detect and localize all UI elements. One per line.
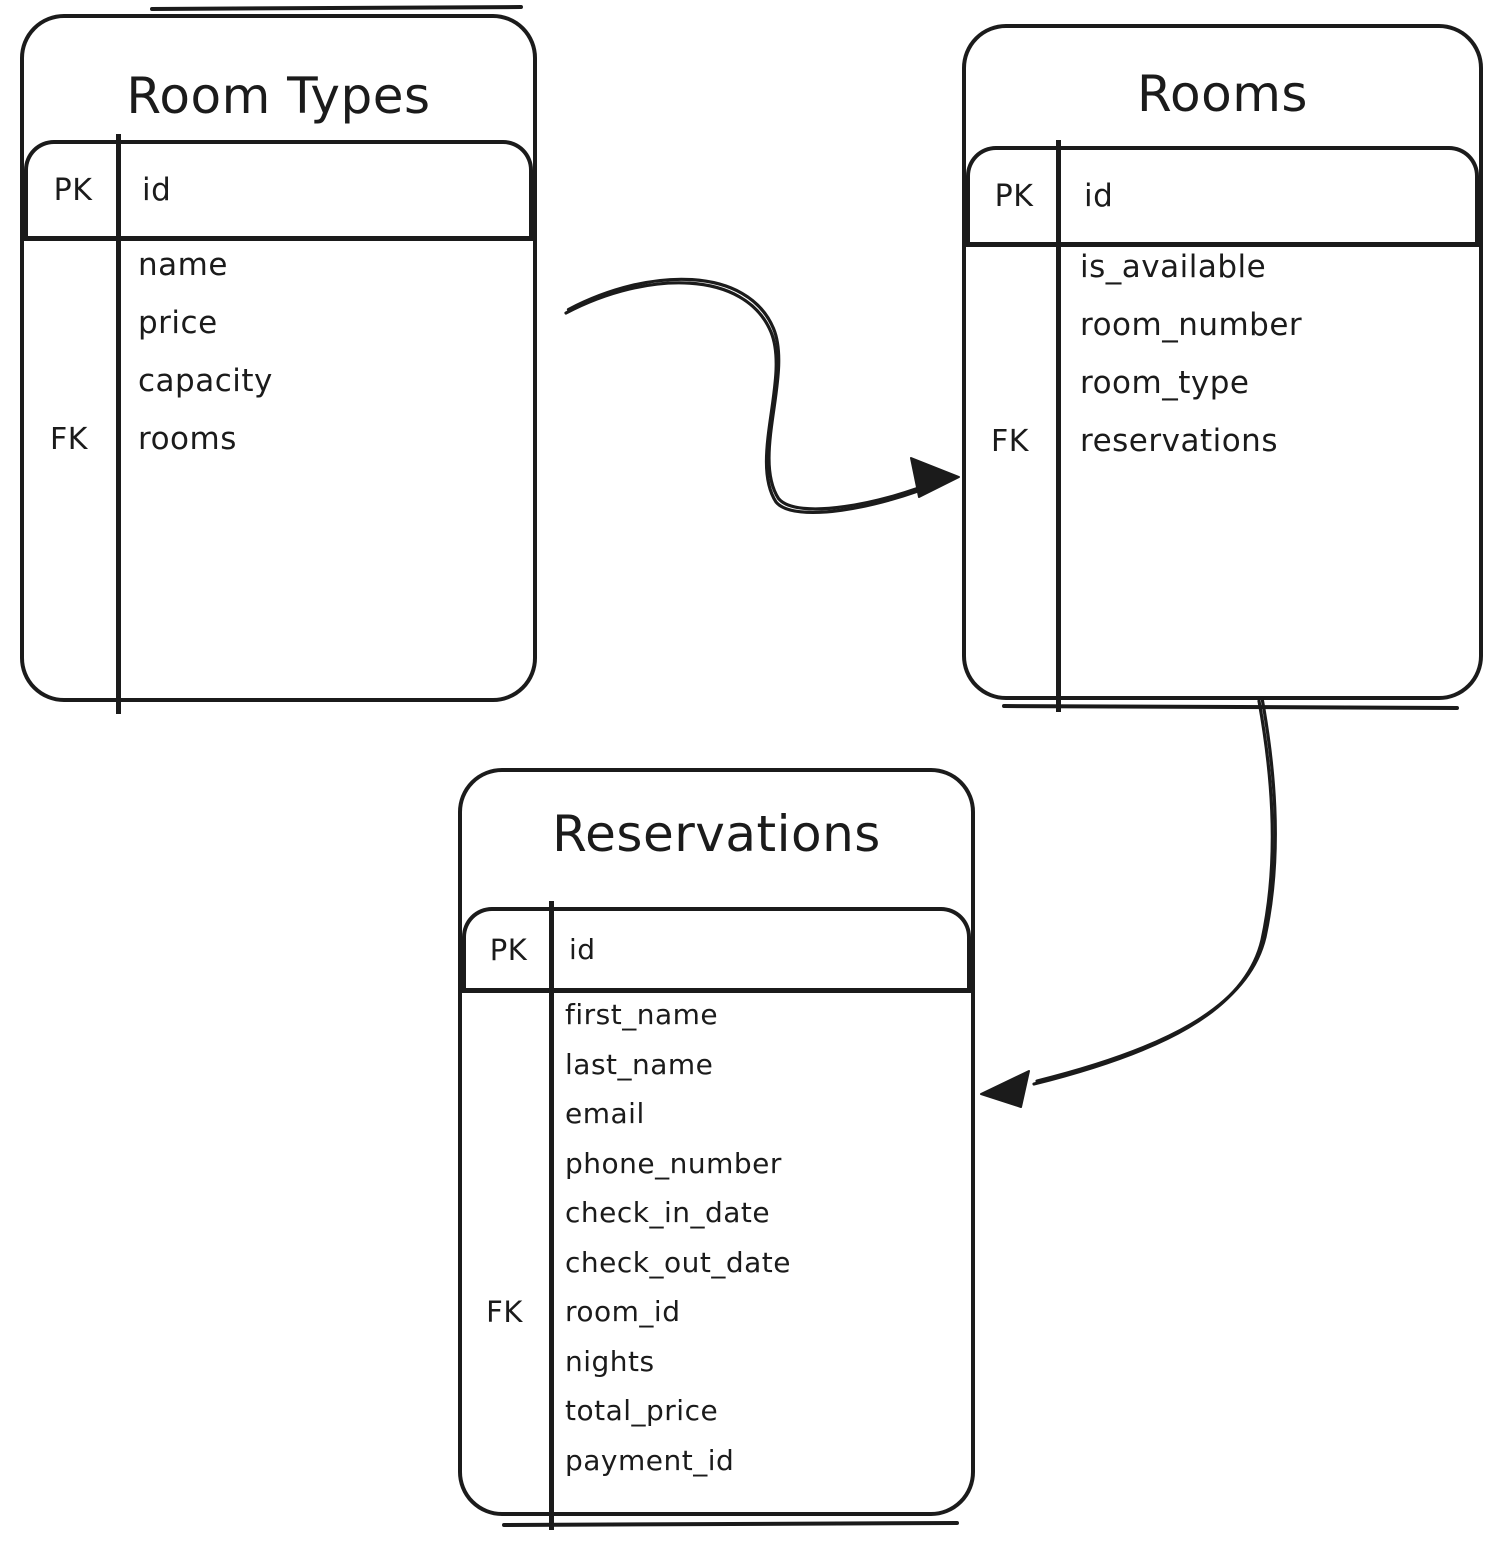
table-row: check_in_date <box>462 1188 971 1238</box>
table-outline <box>458 768 975 1516</box>
row-field-cell: room_number <box>1080 307 1303 343</box>
arrow-rooms-to-reservations <box>980 696 1277 1108</box>
header-row: PK id <box>24 140 533 241</box>
row-field-cell: last_name <box>565 1047 714 1081</box>
field-rows: name price capacity FK rooms <box>24 236 533 468</box>
row-field-cell: check_in_date <box>565 1196 771 1230</box>
header-key-cell: PK <box>994 178 1034 214</box>
row-key-cell: FK <box>50 421 88 457</box>
table-row: price <box>24 294 533 352</box>
sketch-stroke <box>501 1521 960 1527</box>
row-field-cell: room_type <box>1080 365 1250 401</box>
row-field-cell: reservations <box>1080 423 1278 459</box>
arrowhead <box>910 457 960 498</box>
row-field-cell: check_out_date <box>565 1245 791 1279</box>
row-field-cell: rooms <box>138 421 237 457</box>
table-row: check_out_date <box>462 1238 971 1288</box>
table-outline <box>962 24 1483 700</box>
table-room-types: Room Types PK id name price capacity FK … <box>20 5 537 714</box>
row-key-cell: FK <box>486 1294 523 1329</box>
header-row: PK id <box>966 146 1479 247</box>
table-row: payment_id <box>462 1436 971 1486</box>
column-divider <box>549 901 554 1530</box>
row-field-cell: first_name <box>565 998 719 1032</box>
header-field-cell: id <box>1084 178 1114 214</box>
row-field-cell: email <box>565 1097 645 1131</box>
arrowhead <box>980 1070 1030 1108</box>
table-row: total_price <box>462 1386 971 1436</box>
header-key-cell: PK <box>489 932 528 967</box>
table-row: FK room_id <box>462 1287 971 1337</box>
table-row: email <box>462 1089 971 1139</box>
arrow-room-types-to-rooms <box>564 277 960 514</box>
table-outline <box>20 14 537 702</box>
header-row: PK id <box>462 907 971 993</box>
table-row: name <box>24 236 533 294</box>
field-rows: first_name last_name email phone_number … <box>462 990 971 1485</box>
table-row: last_name <box>462 1040 971 1090</box>
sketch-stroke <box>1001 704 1460 710</box>
header-field-cell: id <box>142 172 172 208</box>
field-rows: is_available room_number room_type FK re… <box>966 238 1479 470</box>
column-divider <box>1056 140 1061 712</box>
table-title: Reservations <box>552 805 881 863</box>
header-field-cell: id <box>569 933 596 966</box>
row-key-cell: FK <box>991 423 1029 459</box>
table-row: FK reservations <box>966 412 1479 470</box>
table-title: Room Types <box>126 67 431 125</box>
row-field-cell: room_id <box>565 1295 681 1329</box>
header-key-cell: PK <box>53 172 93 208</box>
column-divider <box>116 134 121 714</box>
row-field-cell: total_price <box>565 1394 719 1428</box>
table-row: first_name <box>462 990 971 1040</box>
row-field-cell: name <box>138 247 228 283</box>
row-field-cell: is_available <box>1080 249 1267 285</box>
table-row: is_available <box>966 238 1479 296</box>
table-row: phone_number <box>462 1139 971 1189</box>
table-row: nights <box>462 1337 971 1387</box>
sketch-stroke <box>149 5 524 11</box>
table-title: Rooms <box>1137 65 1308 123</box>
row-field-cell: payment_id <box>565 1443 735 1477</box>
row-field-cell: phone_number <box>565 1146 782 1180</box>
row-field-cell: price <box>138 305 218 341</box>
row-field-cell: capacity <box>138 363 273 399</box>
row-field-cell: nights <box>565 1344 655 1378</box>
table-reservations: Reservations PK id first_name last_name … <box>458 768 975 1530</box>
table-row: room_type <box>966 354 1479 412</box>
table-row: FK rooms <box>24 410 533 468</box>
table-rooms: Rooms PK id is_available room_number roo… <box>962 24 1483 712</box>
table-row: room_number <box>966 296 1479 354</box>
table-row: capacity <box>24 352 533 410</box>
